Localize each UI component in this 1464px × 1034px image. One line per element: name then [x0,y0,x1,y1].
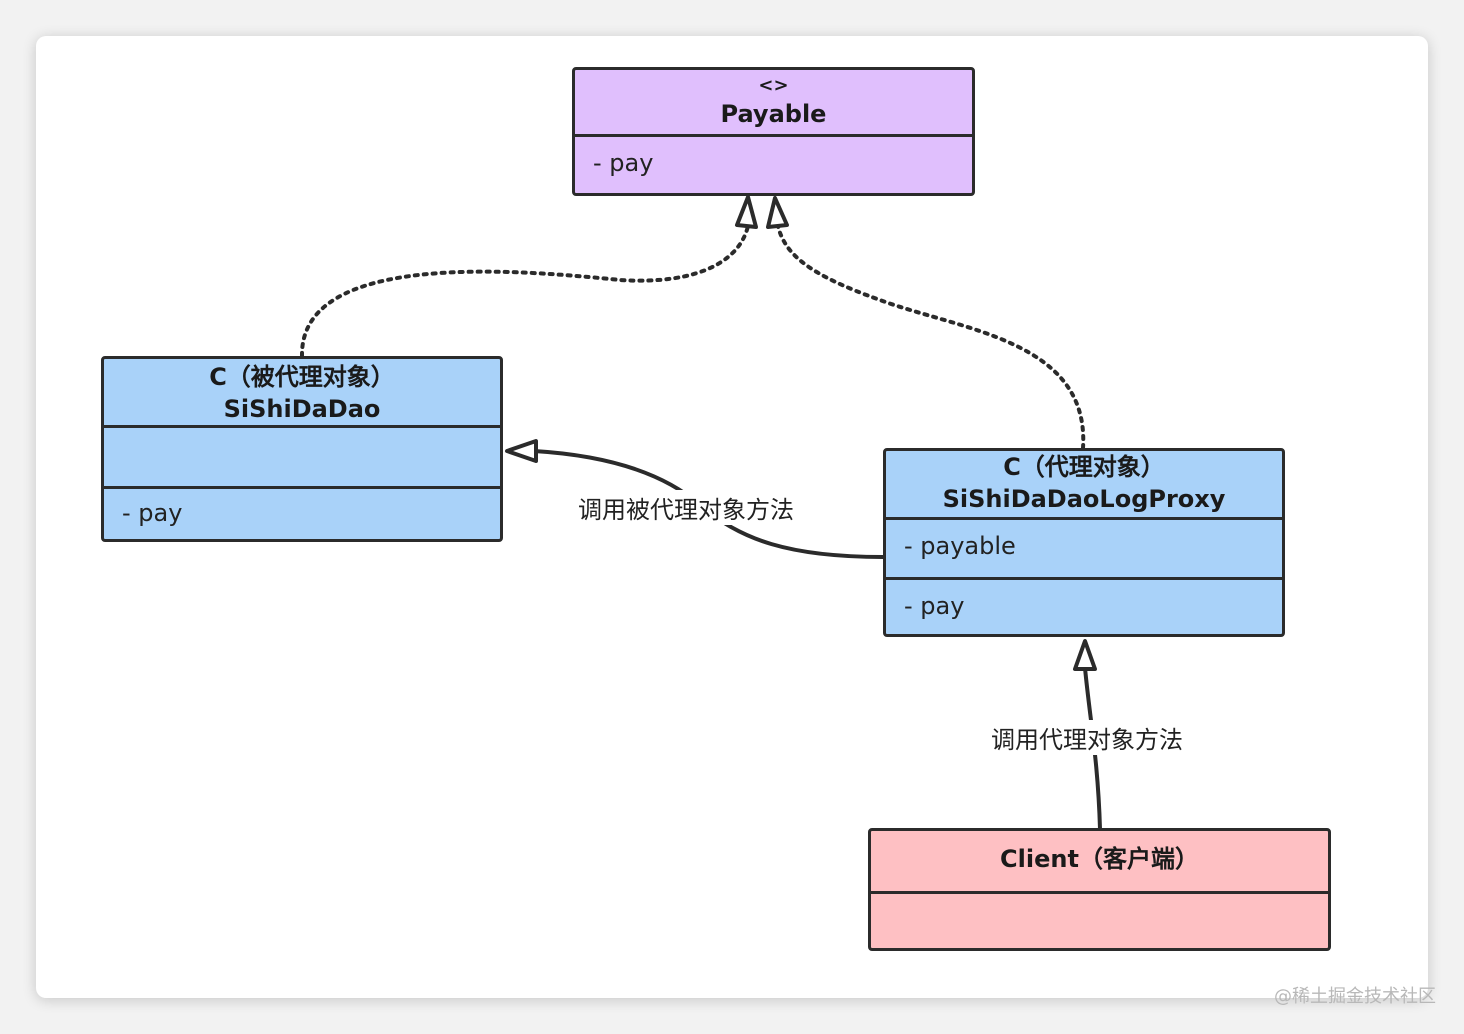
realization-edge-proxy [776,224,1086,450]
watermark: @稀土掘金技术社区 [1274,986,1436,1007]
client-title: Client（客户端） [1000,845,1199,873]
edge-label-proxy-to-real: 调用被代理对象方法 [574,490,798,525]
association-arrowhead-real [505,439,538,463]
client-body [871,891,1328,948]
realization-arrowhead-right [766,196,789,229]
proxy-name: SiShiDaDaoLogProxy [942,485,1226,513]
real-subject-method-pay: - pay [122,499,183,527]
interface-method-pay: - pay [593,149,654,177]
realization-edge-real-subject [299,224,750,358]
proxy-field-payable: - payable [904,532,1016,560]
proxy-methods: - pay [886,577,1282,634]
real-subject-title: C（被代理对象） [209,363,395,391]
class-sishidadao[interactable]: C（被代理对象） SiShiDaDao - pay [101,356,503,542]
interface-methods: - pay [575,134,972,193]
proxy-title: C（代理对象） [1003,453,1165,481]
real-subject-fields [104,425,500,486]
client-header: Client（客户端） [871,831,1328,891]
real-subject-methods: - pay [104,486,500,539]
proxy-header: C（代理对象） SiShiDaDaoLogProxy [886,451,1282,517]
real-subject-name: SiShiDaDao [223,395,381,423]
association-arrowhead-proxy [1073,639,1097,671]
interface-header: <> Payable [575,70,972,134]
class-sishidadaologproxy[interactable]: C（代理对象） SiShiDaDaoLogProxy - payable - p… [883,448,1285,637]
interface-name: Payable [720,100,827,128]
interface-payable[interactable]: <> Payable - pay [572,67,975,196]
real-subject-header: C（被代理对象） SiShiDaDao [104,359,500,425]
class-client[interactable]: Client（客户端） [868,828,1331,951]
interface-stereotype: <> [758,75,789,96]
realization-arrowhead-left [735,195,758,229]
proxy-fields: - payable [886,517,1282,577]
edge-label-client-to-proxy: 调用代理对象方法 [987,720,1187,755]
proxy-method-pay: - pay [904,592,965,620]
